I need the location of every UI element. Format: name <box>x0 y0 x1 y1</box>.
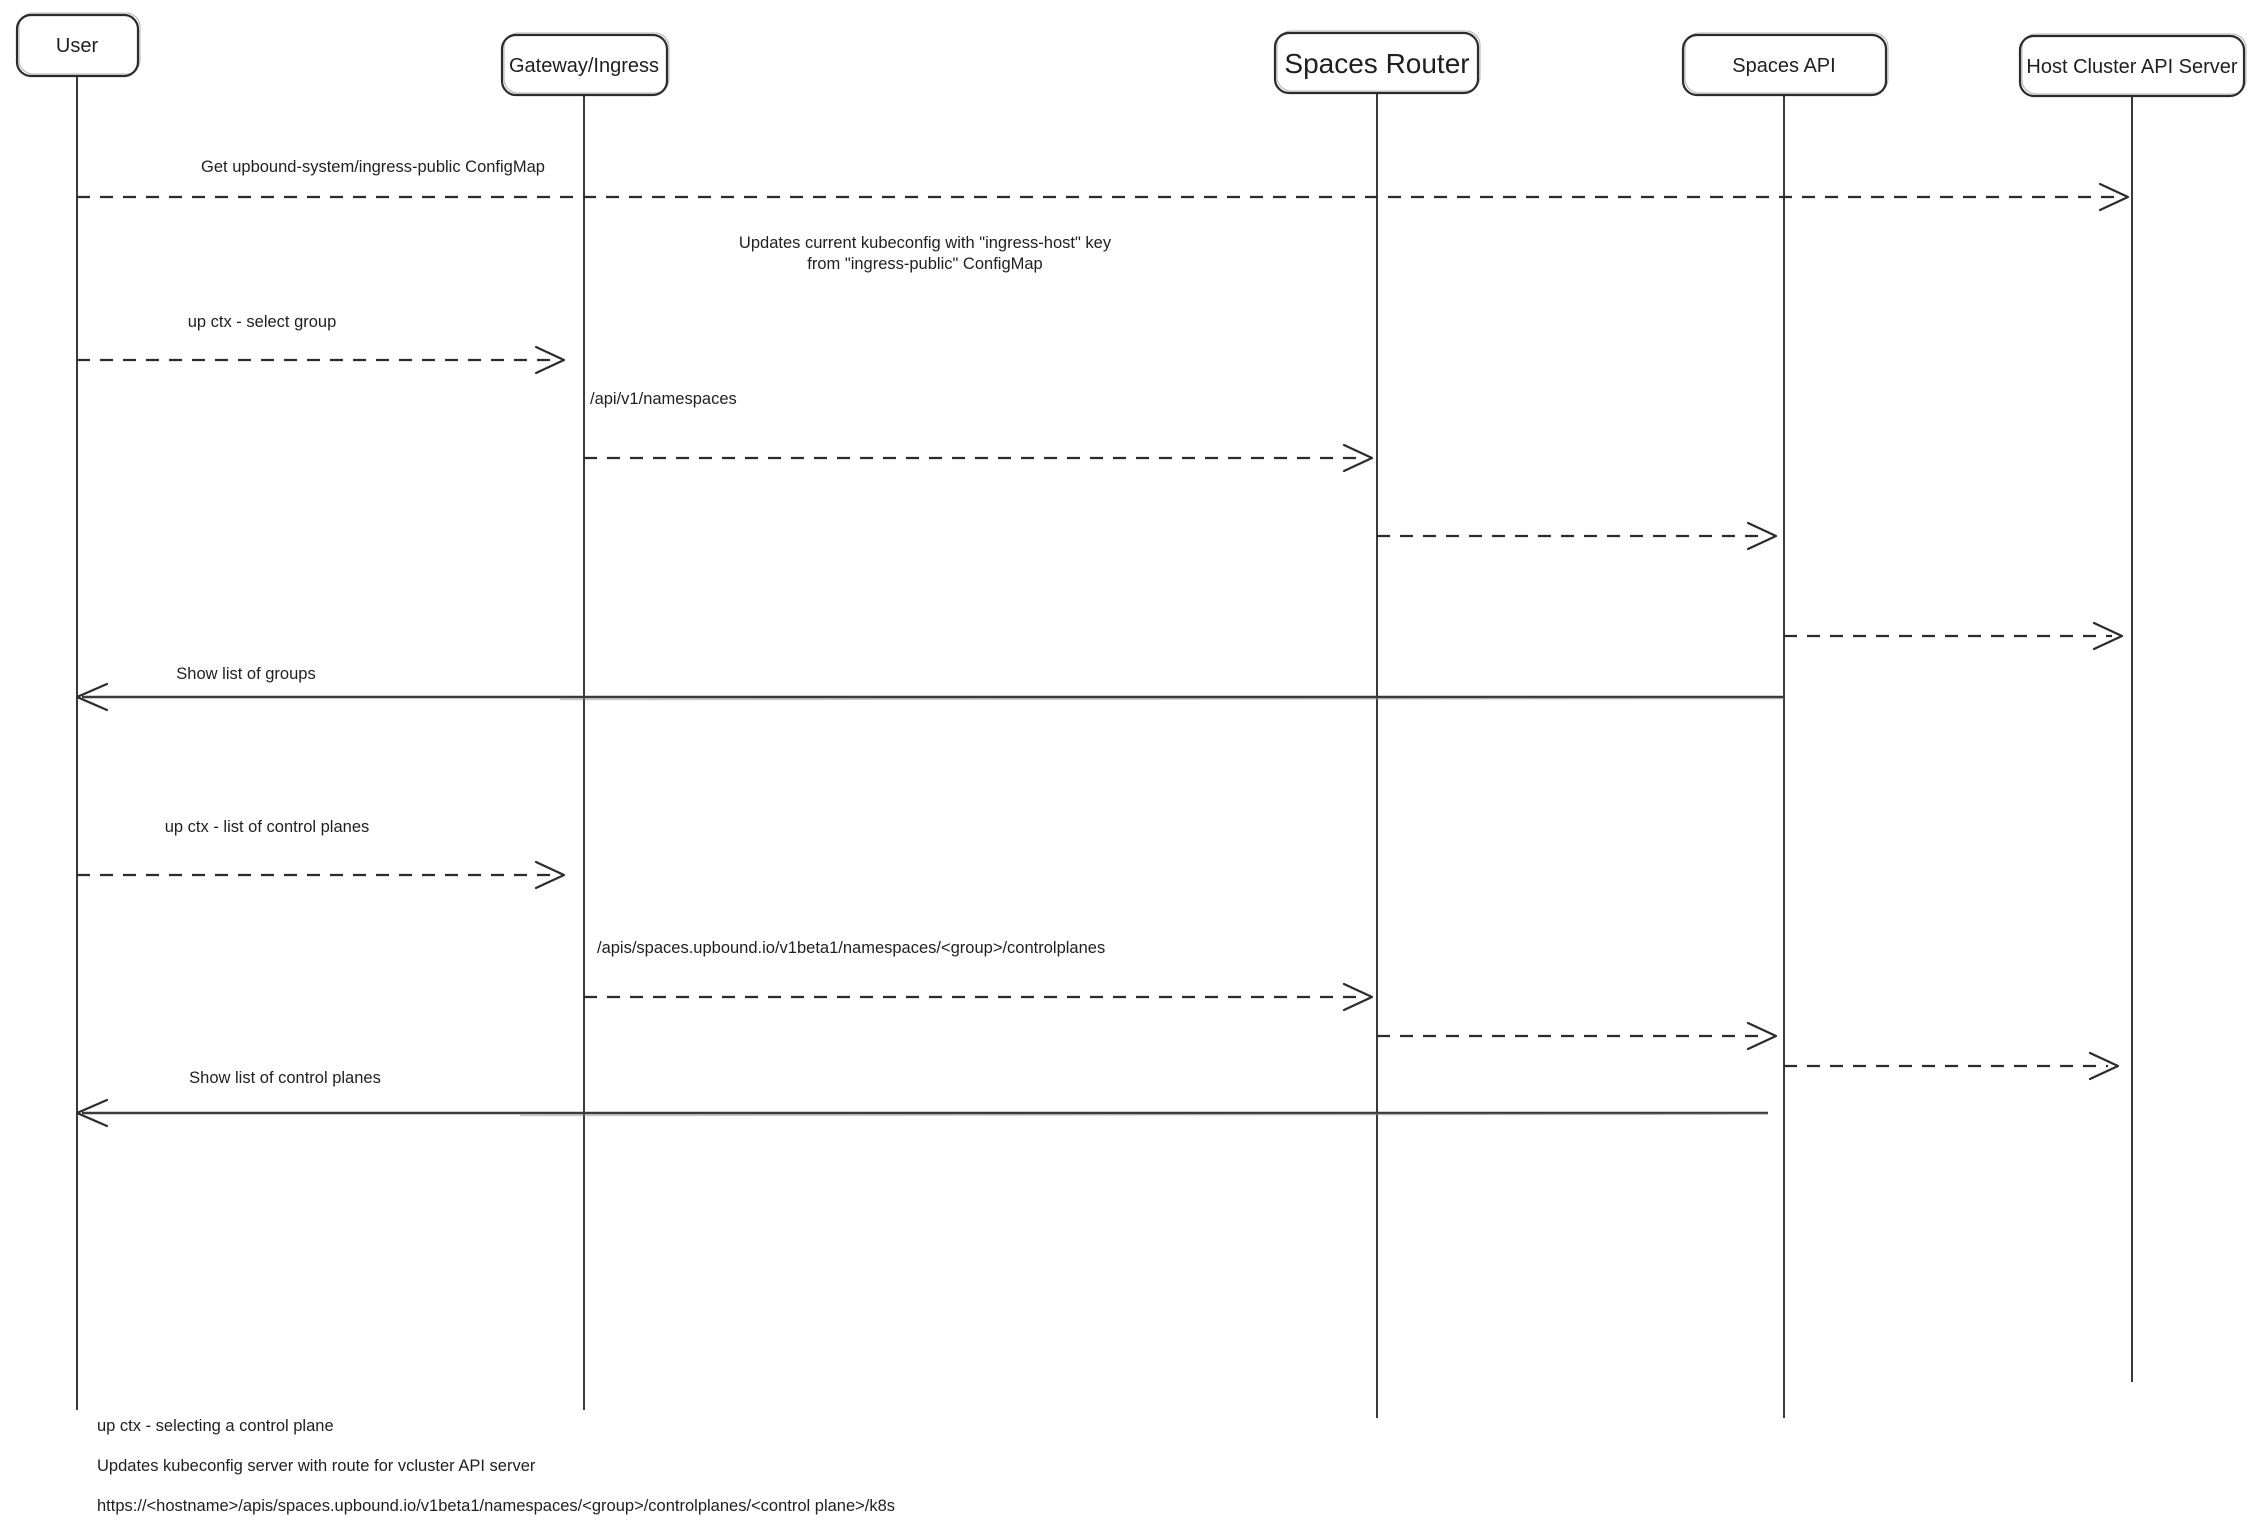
actor-box-sketch-echo <box>18 12 141 75</box>
actor-box <box>1681 33 1888 97</box>
actor-label: Spaces API <box>1732 55 1835 77</box>
note-line-1: Updates current kubeconfig with "ingress… <box>739 234 1112 252</box>
actor-box <box>15 13 140 78</box>
footnotes: up ctx - selecting a control plane Updat… <box>97 1417 895 1515</box>
arrowhead-left-icon <box>75 682 109 712</box>
message-api-to-host-1 <box>1784 621 2124 651</box>
arrowhead-right-icon <box>2098 182 2130 212</box>
message-get-configmap: Get upbound-system/ingress-public Config… <box>77 158 2130 212</box>
actor-gateway-ingress: Gateway/Ingress <box>500 32 670 97</box>
arrowhead-right-icon <box>534 860 566 890</box>
actor-box-sketch-echo <box>2021 33 2247 95</box>
footnote-updates-kubeconfig: Updates kubeconfig server with route for… <box>97 1457 536 1475</box>
note-kubeconfig-update: Updates current kubeconfig with "ingress… <box>739 234 1112 273</box>
arrowhead-right-icon <box>2088 1051 2120 1081</box>
actor-label: Spaces Router <box>1284 48 1469 79</box>
actor-box-sketch-echo <box>1684 32 1889 94</box>
message-return-line-sketch-echo <box>519 1113 1769 1117</box>
arrowhead-right-icon <box>1746 521 1778 551</box>
message-label: /apis/spaces.upbound.io/v1beta1/namespac… <box>597 939 1105 957</box>
actor-label: User <box>56 35 99 57</box>
actor-box <box>500 33 669 97</box>
note-line-2: from "ingress-public" ConfigMap <box>807 255 1042 273</box>
actor-label: Gateway/Ingress <box>509 55 659 77</box>
message-label: up ctx - list of control planes <box>165 818 370 836</box>
arrowhead-left-icon <box>75 1098 109 1128</box>
arrowhead-right-icon <box>534 345 566 375</box>
message-label: Show list of groups <box>176 665 315 683</box>
message-show-control-planes: Show list of control planes <box>75 1069 1769 1128</box>
footnote-k8s-url: https://<hostname>/apis/spaces.upbound.i… <box>97 1497 895 1515</box>
message-label: /api/v1/namespaces <box>590 390 737 408</box>
message-label: up ctx - select group <box>188 313 337 331</box>
actor-spaces-api: Spaces API <box>1681 32 1889 97</box>
message-label: Show list of control planes <box>189 1069 381 1087</box>
message-api-to-host-2 <box>1784 1051 2120 1081</box>
message-router-to-api-2 <box>1377 1021 1778 1051</box>
actor-host-cluster-api-server: Host Cluster API Server <box>2018 33 2247 98</box>
message-list-control-planes: up ctx - list of control planes <box>77 818 566 890</box>
message-router-to-api-1 <box>1377 521 1778 551</box>
message-return-line-sketch-echo <box>559 697 1785 701</box>
footnote-selecting-control-plane: up ctx - selecting a control plane <box>97 1417 334 1435</box>
actor-spaces-router: Spaces Router <box>1273 30 1481 95</box>
arrowhead-right-icon <box>1746 1021 1778 1051</box>
message-namespaces-api: /api/v1/namespaces <box>584 390 1374 473</box>
message-controlplanes-api: /apis/spaces.upbound.io/v1beta1/namespac… <box>584 939 1374 1012</box>
actor-box <box>2018 34 2246 98</box>
message-label: Get upbound-system/ingress-public Config… <box>201 158 545 176</box>
message-show-groups: Show list of groups <box>75 665 1785 712</box>
actor-label: Host Cluster API Server <box>2026 56 2238 78</box>
message-select-group: up ctx - select group <box>77 313 566 375</box>
lifelines <box>76 76 2133 1418</box>
actor-box-sketch-echo <box>1276 30 1481 92</box>
actor-box-sketch-echo <box>503 32 670 94</box>
arrowhead-right-icon <box>2092 621 2124 651</box>
actor-user: User <box>15 12 141 78</box>
arrowhead-right-icon <box>1342 982 1374 1012</box>
actor-box <box>1273 31 1480 95</box>
arrowhead-right-icon <box>1342 443 1374 473</box>
